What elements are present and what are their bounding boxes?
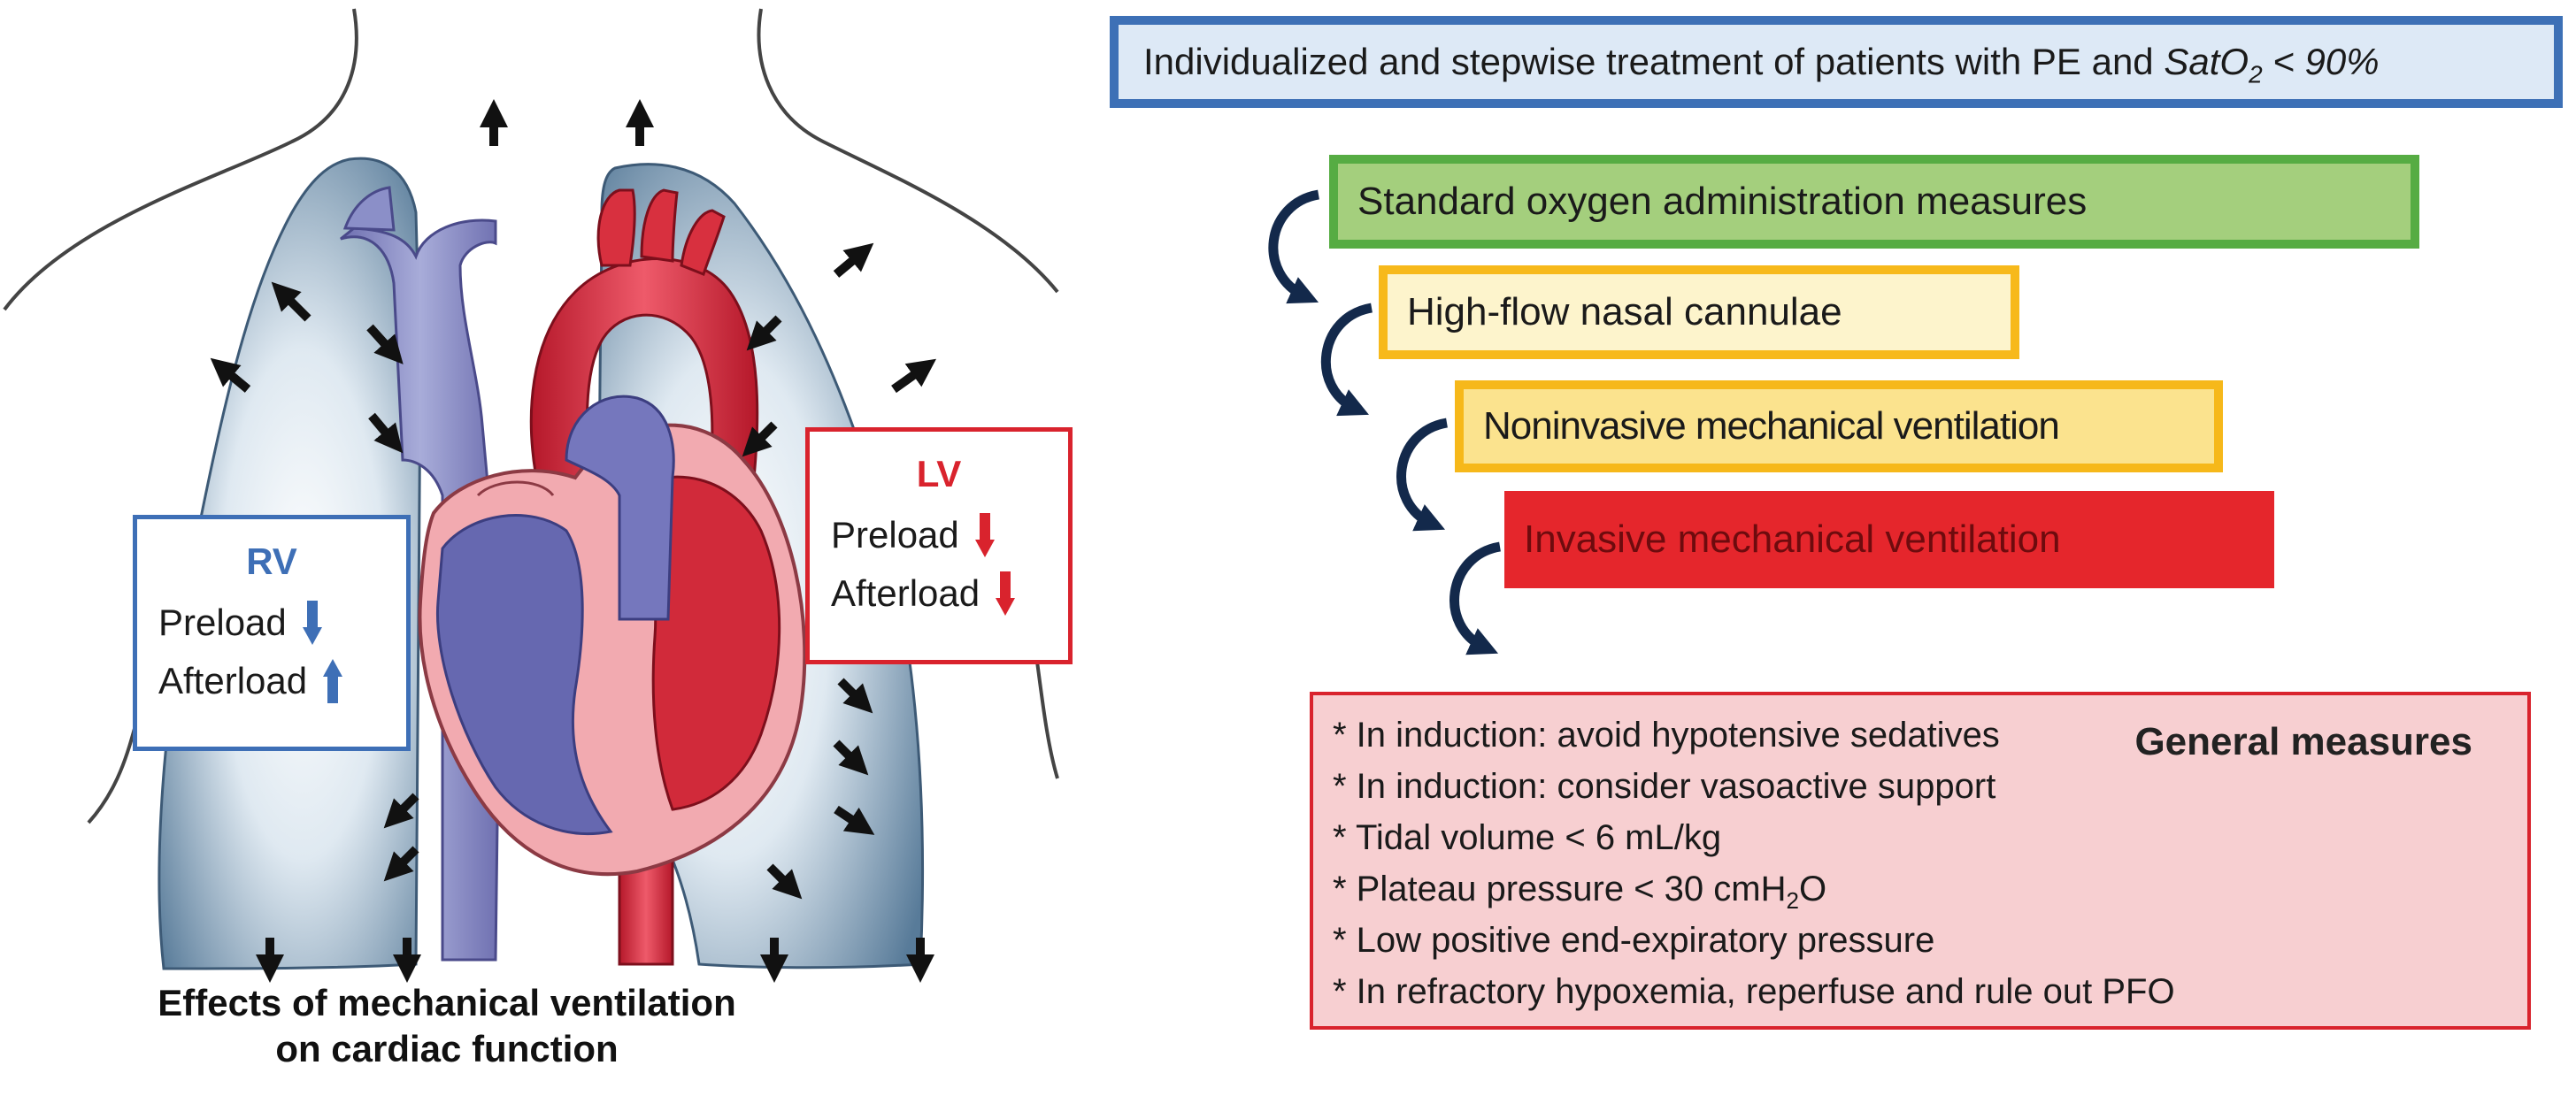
list-item: * Plateau pressure < 30 cmH2O (1333, 863, 2175, 915)
step-connectors (1268, 189, 1502, 655)
arrow-down-icon (974, 513, 995, 557)
lv-afterload-label: Afterload (831, 572, 980, 614)
list-item: * In induction: avoid hypotensive sedati… (1333, 716, 2000, 755)
pulmonary-trunk (565, 395, 675, 621)
pressure-arrow-icon (834, 805, 875, 835)
lv-preload-label: Preload (831, 514, 959, 556)
pressure-arrow-icon (746, 315, 782, 351)
pressure-arrow-icon (766, 863, 803, 900)
plateau-tail: O (1798, 870, 1827, 908)
pressure-arrow-icon (383, 793, 419, 829)
header-suffix: < 90% (2262, 41, 2380, 82)
pressure-arrow-icon (837, 678, 873, 714)
step-label: Invasive mechanical ventilation (1524, 517, 2061, 561)
header-prefix: Individualized and stepwise treatment of… (1143, 41, 2165, 82)
list-item: * In refractory hypoxemia, reperfuse and… (1333, 972, 2175, 1011)
step-label: Standard oxygen administration measures (1357, 180, 2088, 223)
plateau-text: * Plateau pressure < 30 cmH (1333, 870, 1787, 908)
vena-cava (340, 218, 502, 962)
right-ventricle (435, 514, 613, 836)
curved-arrow-icon (1268, 189, 1320, 304)
list-item: * In induction: consider vasoactive supp… (1333, 767, 1996, 806)
rv-title: RV (246, 540, 297, 582)
illustration-caption: Effects of mechanical ventilation on car… (124, 980, 770, 1072)
general-measures-list: * In induction: avoid hypotensive sedati… (1333, 709, 2175, 1017)
rv-box: RV Preload Afterload (133, 515, 411, 751)
pressure-arrow-icon (368, 412, 404, 454)
rv-preload-label: Preload (158, 602, 287, 643)
step-label: Noninvasive mechanical ventilation (1483, 404, 2060, 448)
general-measures-box: General measures * In induction: avoid h… (1310, 692, 2531, 1030)
step-high-flow: High-flow nasal cannulae (1379, 265, 2019, 359)
pressure-arrow-icon (833, 740, 869, 776)
plateau-subscript: 2 (1786, 887, 1799, 914)
step-invasive: Invasive mechanical ventilation (1504, 491, 2274, 588)
treatment-header: Individualized and stepwise treatment of… (1110, 16, 2563, 108)
pressure-arrows (210, 98, 937, 984)
pressure-arrow-icon (833, 242, 874, 278)
curved-arrow-icon (1449, 541, 1502, 655)
pressure-arrow-icon (366, 324, 404, 364)
arrow-down-icon (996, 571, 1016, 616)
pressure-arrow-icon (891, 358, 937, 394)
caption-line-2: on cardiac function (275, 1028, 619, 1069)
header-subscript: 2 (2249, 60, 2263, 88)
pressure-arrow-icon (271, 281, 311, 322)
caption-line-1: Effects of mechanical ventilation (158, 982, 736, 1023)
curved-arrow-icon (1396, 418, 1449, 532)
arrow-up-icon (323, 659, 343, 703)
torso-outline (3, 8, 358, 311)
pressure-arrow-icon (383, 846, 419, 882)
general-measures-title: General measures (2134, 720, 2472, 763)
header-condition: SatO (2164, 41, 2249, 82)
pressure-arrow-icon (742, 421, 778, 457)
lv-title: LV (916, 453, 962, 494)
list-item: * Tidal volume < 6 mL/kg (1333, 818, 1722, 857)
arrow-down-icon (302, 601, 322, 645)
step-standard-oxygen: Standard oxygen administration measures (1329, 155, 2419, 249)
rv-afterload-label: Afterload (158, 660, 308, 701)
step-noninvasive: Noninvasive mechanical ventilation (1455, 380, 2223, 472)
list-item: * Low positive end-expiratory pressure (1333, 921, 1935, 960)
step-label: High-flow nasal cannulae (1407, 290, 1842, 333)
lv-box: LV Preload Afterload (805, 427, 1073, 664)
curved-arrow-icon (1320, 303, 1373, 417)
pressure-arrow-icon (210, 357, 251, 393)
